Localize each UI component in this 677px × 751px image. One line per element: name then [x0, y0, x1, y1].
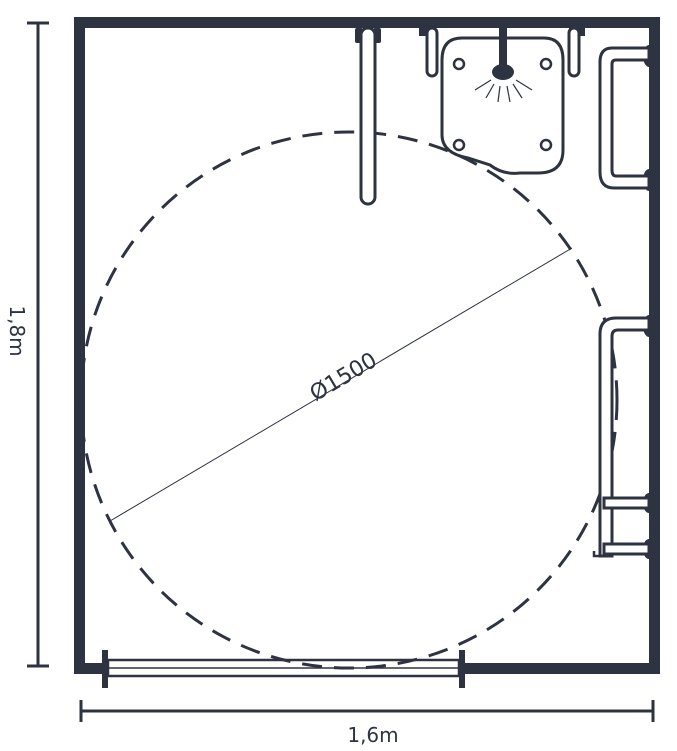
door-jamb-left: [102, 650, 108, 688]
sliding-door: [102, 650, 465, 688]
bottom-wall-left: [74, 663, 104, 674]
top-wall: [74, 17, 660, 28]
left-wall: [74, 17, 85, 674]
diameter-label: Ø1500: [306, 348, 382, 407]
diameter-line: [109, 247, 573, 522]
bottom-wall-right: [463, 663, 660, 674]
turning-circle: Ø1500: [79, 130, 619, 670]
height-dimension-label: 1,8m: [5, 305, 29, 356]
horizontal-grab-rail-icon: [592, 315, 655, 559]
shower-head-icon: [474, 28, 533, 103]
turning-circle-outline: [79, 130, 619, 670]
room-walls: [74, 17, 660, 674]
width-dimension-label: 1,6m: [347, 723, 398, 747]
vertical-grab-rail-icon: [355, 26, 381, 206]
width-dimension: 1,6m: [79, 700, 655, 747]
right-wall: [649, 17, 660, 674]
door-jamb-right: [459, 650, 465, 688]
upper-wall-grab-rail-icon: [598, 45, 655, 191]
height-dimension: 1,8m: [5, 21, 49, 668]
fold-down-shower-seat-icon: [419, 26, 585, 175]
